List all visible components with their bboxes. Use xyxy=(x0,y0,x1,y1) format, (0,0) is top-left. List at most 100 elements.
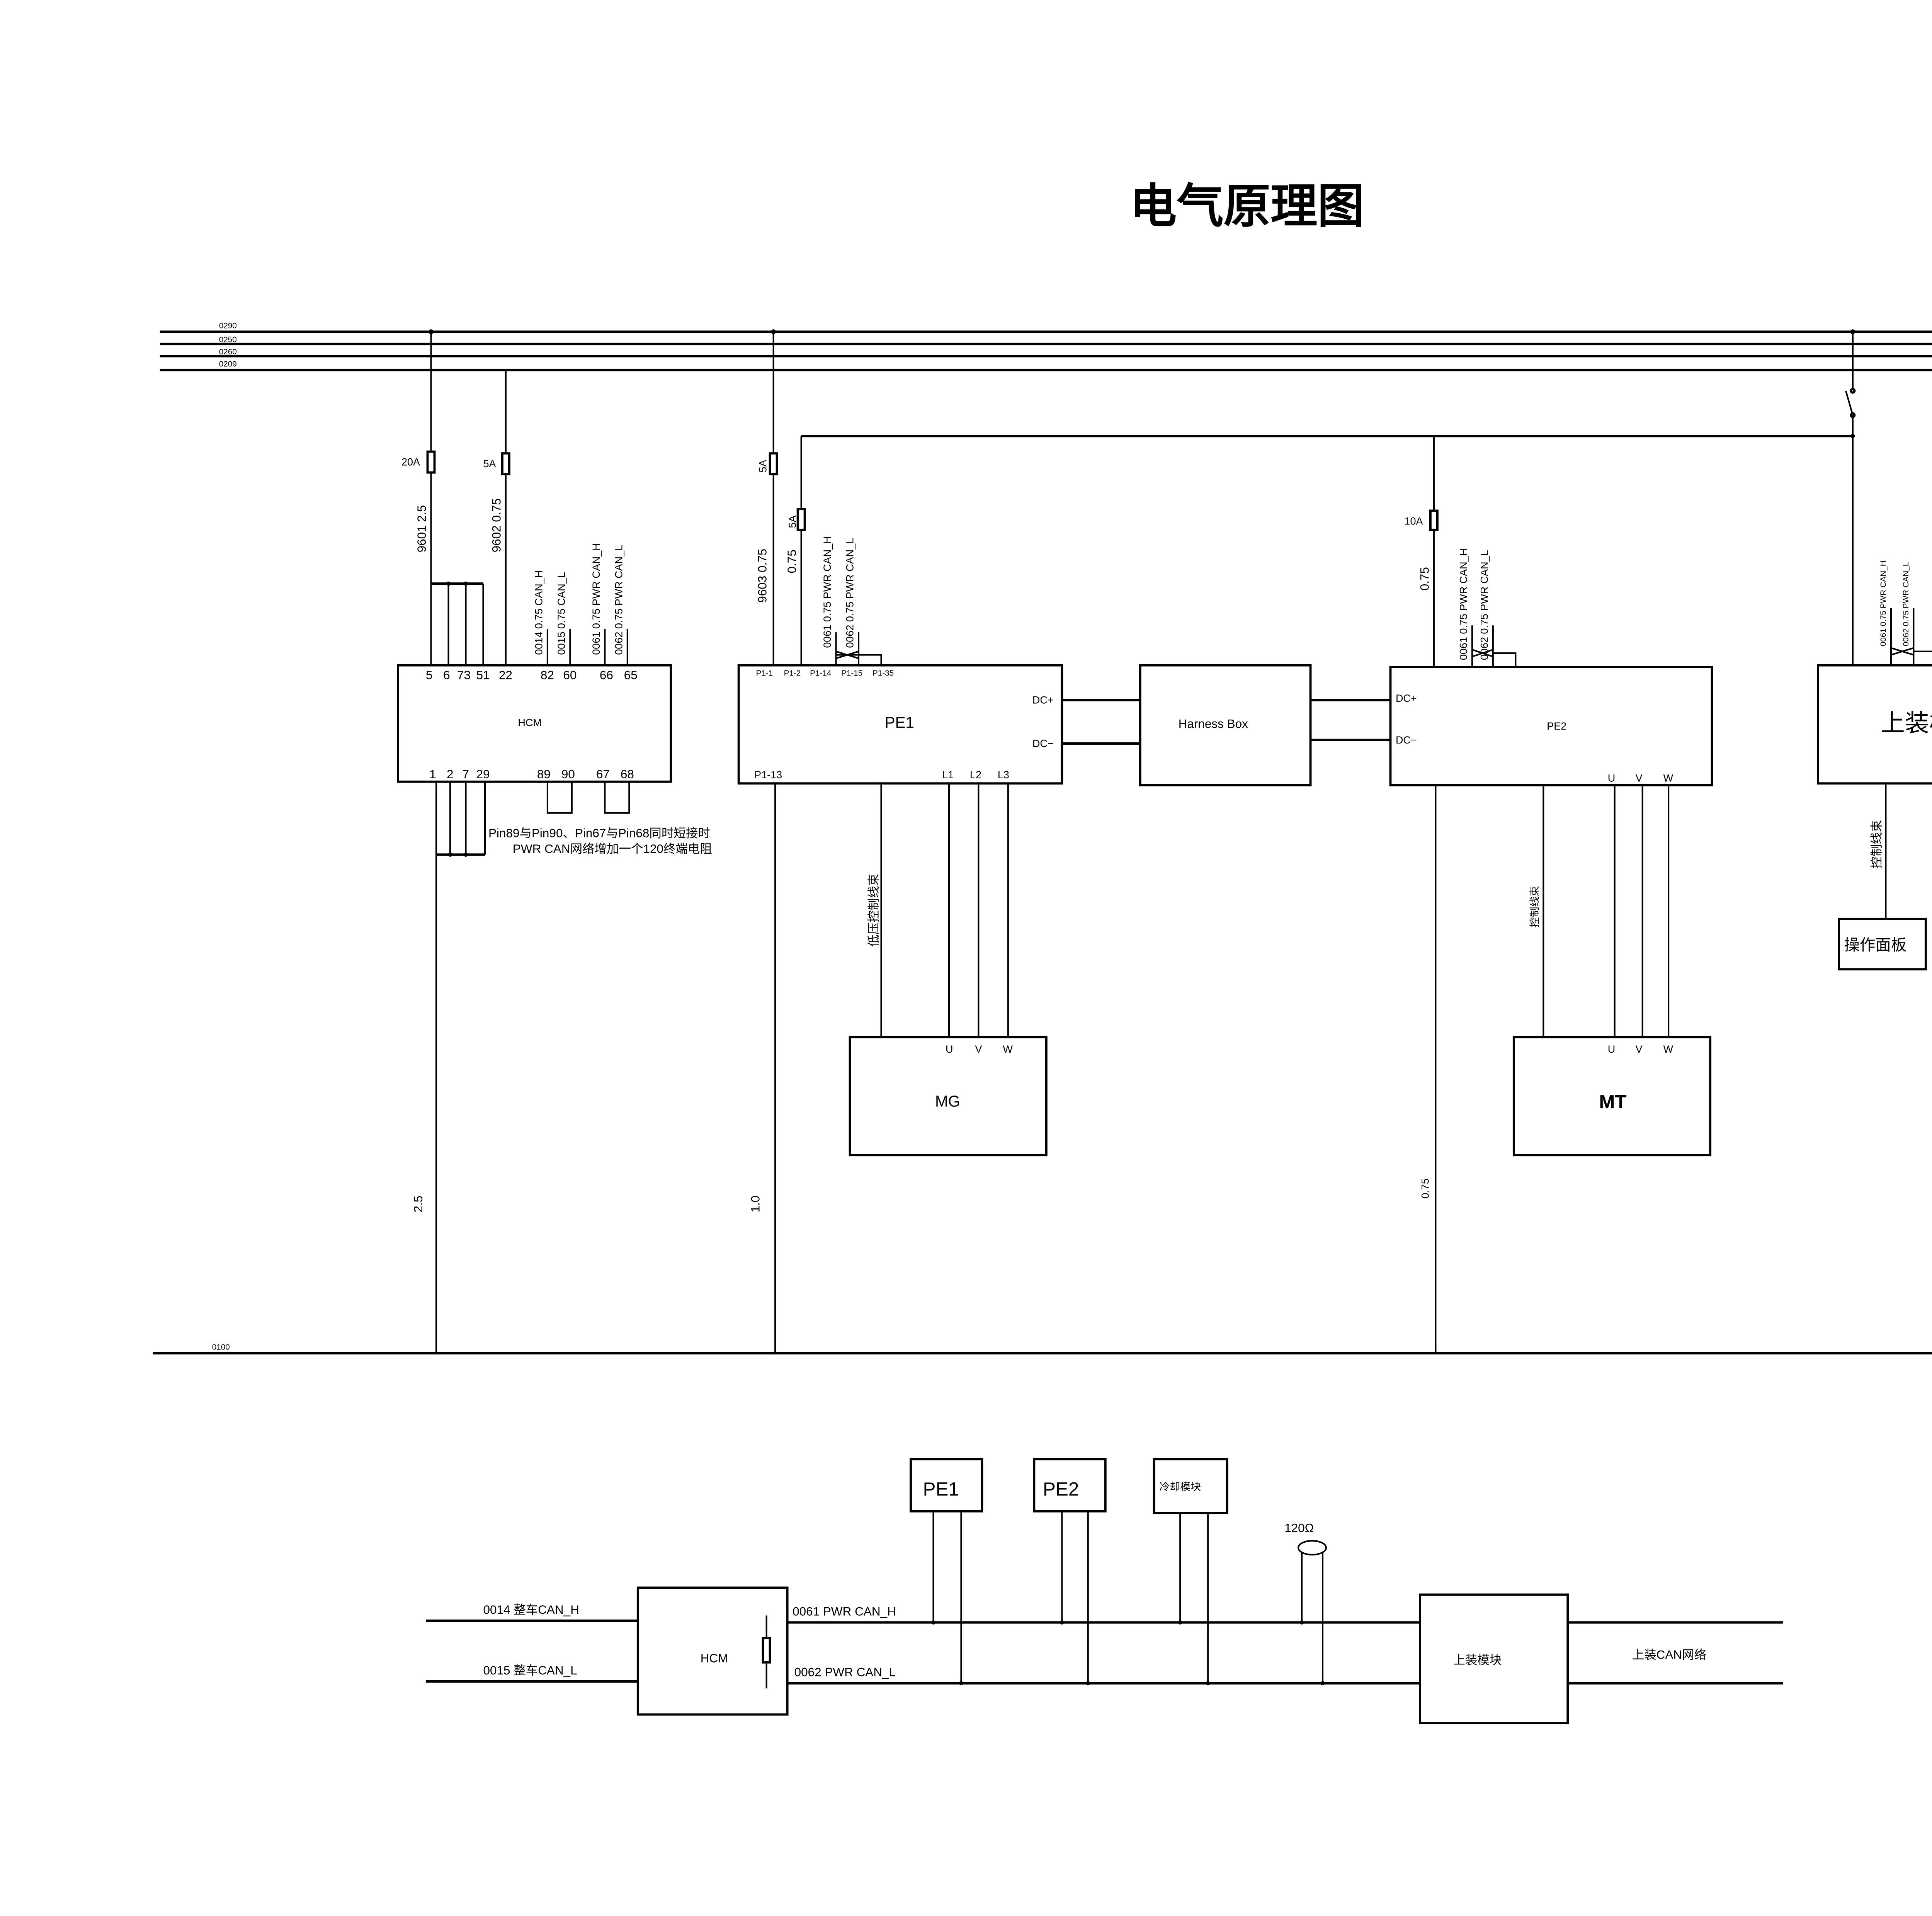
pin-label: 89 xyxy=(537,767,551,781)
mg-section: MG U V W xyxy=(849,1036,1048,1157)
pin-label: 65 xyxy=(624,669,638,682)
dc-minus-label: DC− xyxy=(1032,738,1054,749)
hcm-section: 20A 9601 2.5 5A 9602 0.75 0014 0.75 CAN_… xyxy=(397,329,712,1353)
wire-label: 0061 0.75 PWR CAN_H xyxy=(1879,560,1888,646)
pe1-label: PE1 xyxy=(885,713,914,731)
pin-label: P1-2 xyxy=(784,669,801,678)
can-network-diagram: 0014 整车CAN_H 0015 整车CAN_L HCM 0061 PWR C… xyxy=(426,1458,1784,1724)
harness-label: 低压控制线束 xyxy=(867,874,881,947)
can-upper-network-label: 上装CAN网络 xyxy=(1632,1648,1706,1662)
pin-label: V xyxy=(1636,1043,1643,1055)
hcm-box[interactable] xyxy=(397,664,672,783)
pin-label: V xyxy=(975,1043,982,1055)
operator-panel-label: 操作面板 xyxy=(1844,936,1906,954)
dc-plus-label: DC+ xyxy=(1032,694,1054,706)
wire-label: 0015 0.75 CAN_L xyxy=(556,572,567,655)
wire-label: 0061 0.75 PWR CAN_H xyxy=(590,543,602,655)
fuse-label: 10A xyxy=(1404,516,1423,527)
wire-label: 0061 0.75 PWR CAN_H xyxy=(821,536,833,648)
ground-bus-label: 0100 xyxy=(212,1343,230,1352)
pin-label: L1 xyxy=(942,769,954,781)
pin-label: L2 xyxy=(970,769,981,781)
pin-label: W xyxy=(1663,1043,1673,1055)
wire-label: 9601 2.5 xyxy=(415,505,429,552)
pin-label: 67 xyxy=(596,767,610,781)
can-upper-module-box[interactable] xyxy=(1419,1593,1569,1724)
pe2-label: PE2 xyxy=(1547,720,1566,732)
can-upper-module-label: 上装模块 xyxy=(1453,1653,1502,1667)
fuse-5a xyxy=(796,508,806,531)
mt-section: MT U V W xyxy=(1512,1036,1712,1157)
switch-icon xyxy=(1845,390,1854,415)
wire-label: 0062 0.75 PWR CAN_L xyxy=(844,538,856,648)
pin-label: P1-14 xyxy=(810,669,831,678)
harness-label: 控制线束 xyxy=(1870,820,1883,869)
harness-box-label: Harness Box xyxy=(1179,717,1248,730)
operator-panel-box[interactable] xyxy=(1838,917,1927,971)
can-in-h-label: 0014 整车CAN_H xyxy=(483,1603,579,1617)
wire-label: 9603 0.75 xyxy=(756,549,769,603)
power-buses: 0290 0250 0260 0209 xyxy=(160,322,1932,371)
wire-label: 0.75 xyxy=(1418,567,1431,590)
upper-module-label: 上装模块 xyxy=(1881,710,1932,737)
page-title: 电气原理图 xyxy=(1130,180,1364,232)
fuse-label: 20A xyxy=(401,456,420,468)
bus-label: 0260 xyxy=(219,347,237,356)
fuse-20a xyxy=(426,450,436,474)
fuse-label: 5A xyxy=(787,515,798,528)
harness-box[interactable] xyxy=(1139,664,1312,786)
hcm-note-line1: Pin89与Pin90、Pin67与Pin68同时短接时 xyxy=(488,827,710,840)
can-out-l-label: 0062 PWR CAN_L xyxy=(794,1666,896,1679)
can-cooling-label: 冷却模块 xyxy=(1159,1481,1201,1493)
can-in-l-label: 0015 整车CAN_L xyxy=(483,1664,577,1677)
ground-wire-label: 2.5 xyxy=(412,1196,425,1213)
can-pe2-label: PE2 xyxy=(1043,1479,1079,1500)
upper-module-section: 0061 0.75 PWR CAN_H 0062 0.75 PWR CAN_L … xyxy=(1817,329,1932,971)
hcm-note-line2: PWR CAN网络增加一个120终端电阻 xyxy=(513,842,712,856)
can-pe1-box[interactable] xyxy=(910,1458,983,1513)
pin-label: 51 xyxy=(476,669,490,682)
pe1-box[interactable] xyxy=(737,664,1063,785)
can-hcm-label: HCM xyxy=(701,1652,728,1665)
pin-label: U xyxy=(1608,1043,1615,1055)
can-pe2-box[interactable] xyxy=(1033,1458,1107,1513)
wire-label: 0062 0.75 PWR CAN_L xyxy=(1478,550,1490,660)
pin-label: 68 xyxy=(621,767,634,781)
wire-label: 0014 0.75 CAN_H xyxy=(533,570,544,655)
fuse-label: 5A xyxy=(757,460,769,473)
bus-label: 0250 xyxy=(219,335,237,344)
pin-label: 5 xyxy=(426,669,433,682)
ground-wire-label: 0.75 xyxy=(1419,1178,1431,1198)
pe1-section: 5A 9603 0.75 5A 0.75 0061 0.75 PWR CAN_H… xyxy=(737,329,1853,1353)
pin-label: P1-15 xyxy=(841,669,862,678)
can-cooling-box[interactable] xyxy=(1153,1458,1228,1514)
pin-label: 1 xyxy=(429,767,436,781)
wire-label: 0062 0.75 PWR CAN_L xyxy=(1901,562,1910,646)
fuse-5a xyxy=(501,452,510,476)
pin-label: W xyxy=(1663,773,1673,784)
pin-label: U xyxy=(946,1043,953,1055)
wire-label: 0062 0.75 PWR CAN_L xyxy=(613,545,624,655)
mg-box[interactable] xyxy=(849,1036,1048,1157)
bus-label: 0209 xyxy=(219,359,237,368)
pin-label: 60 xyxy=(563,669,577,682)
upper-module-box[interactable] xyxy=(1817,664,1932,785)
pin-label: 6 xyxy=(443,669,450,682)
wire-label: 0061 0.75 PWR CAN_H xyxy=(1458,548,1469,660)
pin-label: P1-1 xyxy=(756,669,773,678)
wire-label: 0.75 xyxy=(785,550,799,573)
pe2-box[interactable] xyxy=(1389,666,1713,786)
pin-label: 7 xyxy=(462,767,469,781)
pin-label: U xyxy=(1608,773,1615,784)
bus-label: 0290 xyxy=(219,322,237,330)
mt-box[interactable] xyxy=(1512,1036,1712,1157)
pin-label: L3 xyxy=(998,769,1009,781)
hcm-top-pins: 5 6 73 51 22 82 60 66 65 xyxy=(426,669,638,682)
dc-plus-label: DC+ xyxy=(1396,693,1417,704)
mt-label: MT xyxy=(1599,1091,1626,1113)
hcm-label: HCM xyxy=(518,717,541,728)
pin-label: 22 xyxy=(499,669,512,682)
hcm-bottom-pins: 1 2 7 29 89 90 67 68 xyxy=(429,767,634,781)
resistor-icon xyxy=(762,1637,771,1664)
